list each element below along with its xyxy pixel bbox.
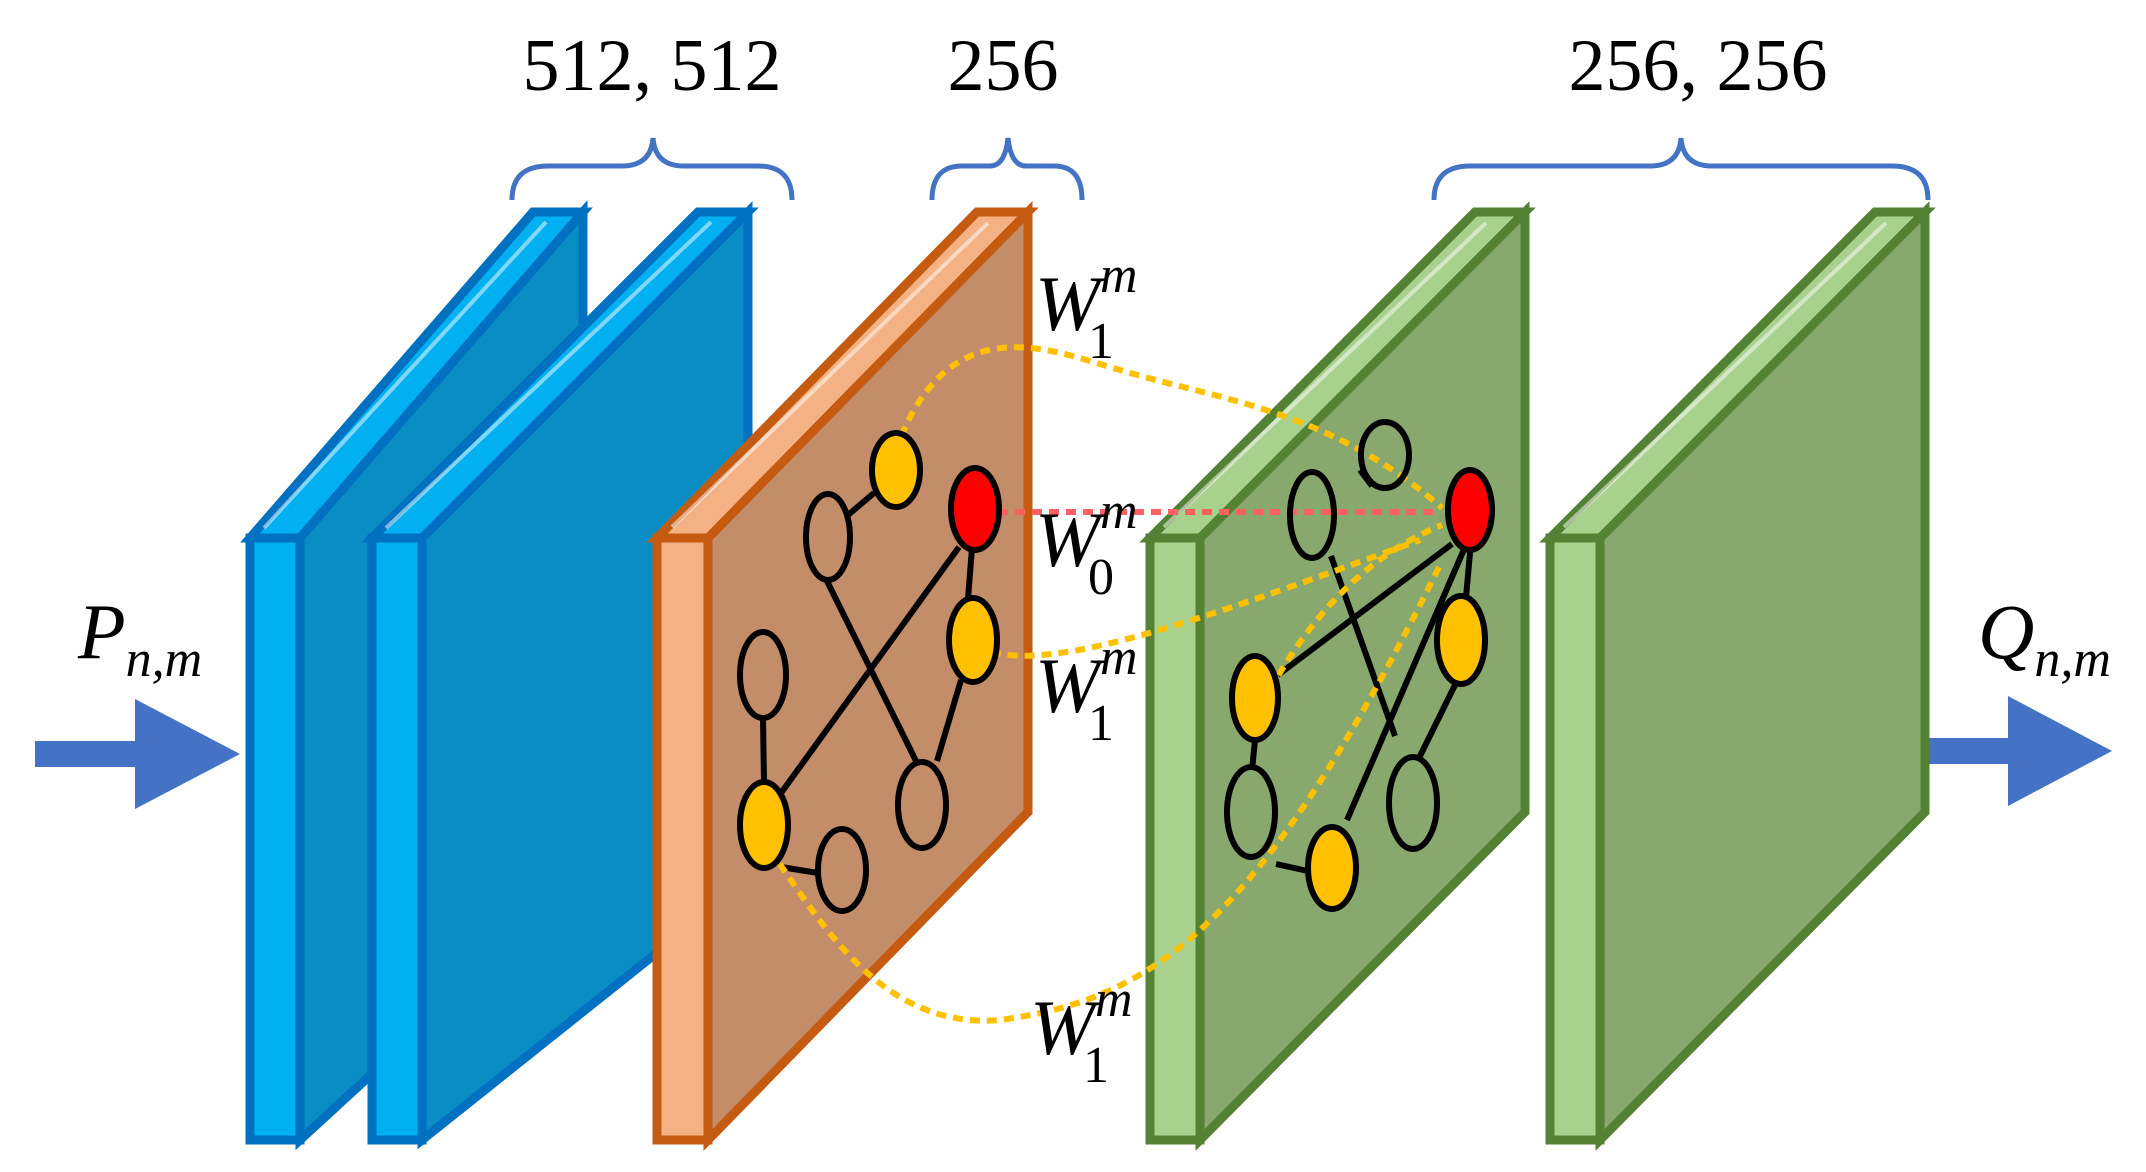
output-symbol: Q [1978, 588, 2034, 675]
brace-512 [509, 137, 795, 201]
group-label-512: 512, 512 [523, 25, 782, 107]
graph-edge [1276, 541, 1454, 678]
weight-symbol: W [1035, 642, 1106, 729]
graph-edge [846, 490, 876, 518]
graph-node-center [1445, 467, 1495, 553]
graph-node [1386, 754, 1440, 852]
input-subscript: n,m [126, 631, 203, 688]
group-label-256: 256 [948, 25, 1059, 107]
layer-highlight [384, 220, 713, 530]
output-label: Qn,m [1978, 588, 2111, 688]
graph-node [815, 826, 869, 914]
input-arrow-shaft [35, 741, 140, 767]
weight-label-w1-top: W 1 m [1035, 247, 1138, 370]
weight-superscript: m [1100, 483, 1138, 540]
weight-subscript: 1 [1088, 313, 1114, 370]
weight-label-w1-middle: W 1 m [1035, 629, 1138, 752]
graph-node [737, 629, 789, 721]
brace-256-256 [1431, 137, 1931, 201]
graph-edge [1417, 681, 1459, 758]
layer-highlight [670, 221, 990, 529]
weight-superscript: m [1095, 971, 1133, 1028]
weight-symbol: W [1035, 496, 1106, 583]
graph-node [1287, 469, 1337, 561]
weight-subscript: 1 [1088, 695, 1114, 752]
weight-connections [767, 344, 1444, 1024]
connection-green-self [1267, 522, 1444, 692]
graph-node-neighbor [869, 430, 923, 510]
layer-highlight [1562, 221, 1888, 529]
graph-node-neighbor [1305, 824, 1359, 912]
graph-edge [965, 547, 975, 600]
input-label: Pn,m [77, 588, 202, 688]
weight-subscript: 1 [1083, 1037, 1109, 1094]
layer-highlight [262, 220, 548, 530]
weight-superscript: m [1100, 247, 1138, 304]
brace-group [509, 137, 1931, 201]
graph-edge [1344, 545, 1468, 822]
orange-graph-nodes [737, 430, 1002, 914]
weight-symbol: W [1030, 984, 1101, 1071]
graph-node-neighbor [946, 595, 1000, 685]
graph-layer-green-2 [1539, 201, 1936, 1151]
green-graph-nodes [1224, 419, 1495, 912]
weight-label-w1-bottom: W 1 m [1030, 971, 1133, 1094]
input-arrow-head [135, 699, 240, 809]
brace-256 [929, 137, 1085, 201]
weight-superscript: m [1100, 629, 1138, 686]
connection-w1-bottom [767, 563, 1443, 1024]
graph-node-neighbor [737, 779, 791, 871]
graph-node [895, 759, 949, 851]
weight-subscript: 0 [1088, 549, 1114, 606]
connection-w1-top [887, 344, 1444, 511]
graph-node-neighbor [1434, 593, 1488, 687]
layer-side [245, 533, 305, 1145]
layer-side [652, 533, 713, 1145]
input-arrow [35, 699, 240, 809]
graph-node-center [948, 465, 1002, 553]
graph-node [803, 491, 853, 583]
graph-layer-green-1 [1139, 201, 1536, 1151]
graph-edge [760, 716, 767, 783]
output-arrow-head [2008, 696, 2112, 806]
weight-label-w0: W 0 m [1035, 483, 1138, 606]
group-label-256-256: 256, 256 [1569, 25, 1828, 107]
layer-highlight [1162, 221, 1488, 529]
layer-side [1545, 533, 1605, 1145]
graph-edge [780, 864, 819, 876]
weight-symbol: W [1035, 260, 1106, 347]
graph-node-neighbor [1229, 653, 1281, 743]
graph-node [1358, 419, 1412, 491]
layer-side [1145, 533, 1205, 1145]
output-subscript: n,m [2034, 631, 2111, 688]
layer-side [367, 533, 427, 1145]
graph-node [1224, 764, 1278, 860]
graph-edge [934, 679, 964, 762]
input-symbol: P [77, 588, 126, 675]
graph-edge [1328, 554, 1398, 738]
graph-edge [765, 545, 962, 813]
